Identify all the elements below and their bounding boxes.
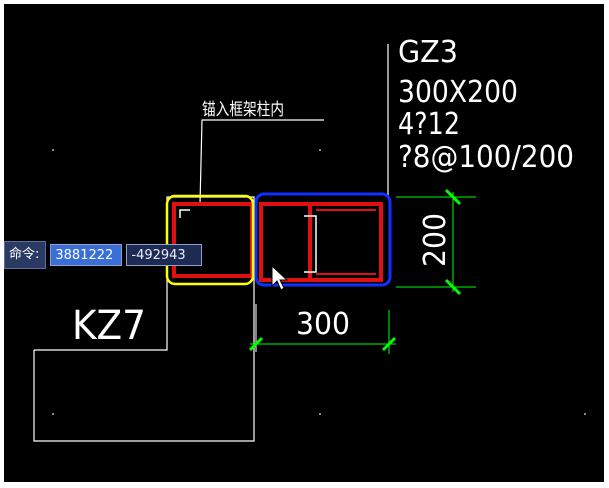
rebar-box-right [259,202,383,282]
dimension-width [248,304,397,354]
dimension-height [396,188,476,296]
selection-yellow [165,194,255,286]
drawing-canvas[interactable]: GZ3 300X200 4?12 ?8@100/200 锚入框架柱内 KZ7 3… [4,4,604,482]
rebar-hook-left [179,209,190,218]
gz3-size-text: 300X200 [398,75,518,110]
dim-width-text: 300 [296,307,350,342]
selection-blue [254,192,392,287]
grid-dots [52,149,586,415]
command-label: 命令: [4,241,47,269]
x-coordinate-input[interactable]: 3881222 [50,244,123,266]
rebar-hook-right [304,215,317,273]
anchor-leader-line [199,119,324,205]
frame-column-label: KZ7 [72,303,146,349]
gz3-stirrup-text: ?8@100/200 [398,140,574,175]
anchor-note-text: 锚入框架柱内 [202,100,284,120]
gz3-tag-text: GZ3 [398,35,458,70]
dim-height-text: 200 [418,213,453,267]
drawing-svg[interactable]: GZ3 300X200 4?12 ?8@100/200 锚入框架柱内 KZ7 3… [4,4,604,482]
y-coordinate-input[interactable]: -492943 [126,244,203,266]
frame-column-outline [33,196,255,442]
command-input-bar: 命令: 3881222 -492943 [4,241,203,269]
mouse-cursor-icon [271,264,289,291]
gz3-main-rebar-text: 4?12 [398,107,460,142]
